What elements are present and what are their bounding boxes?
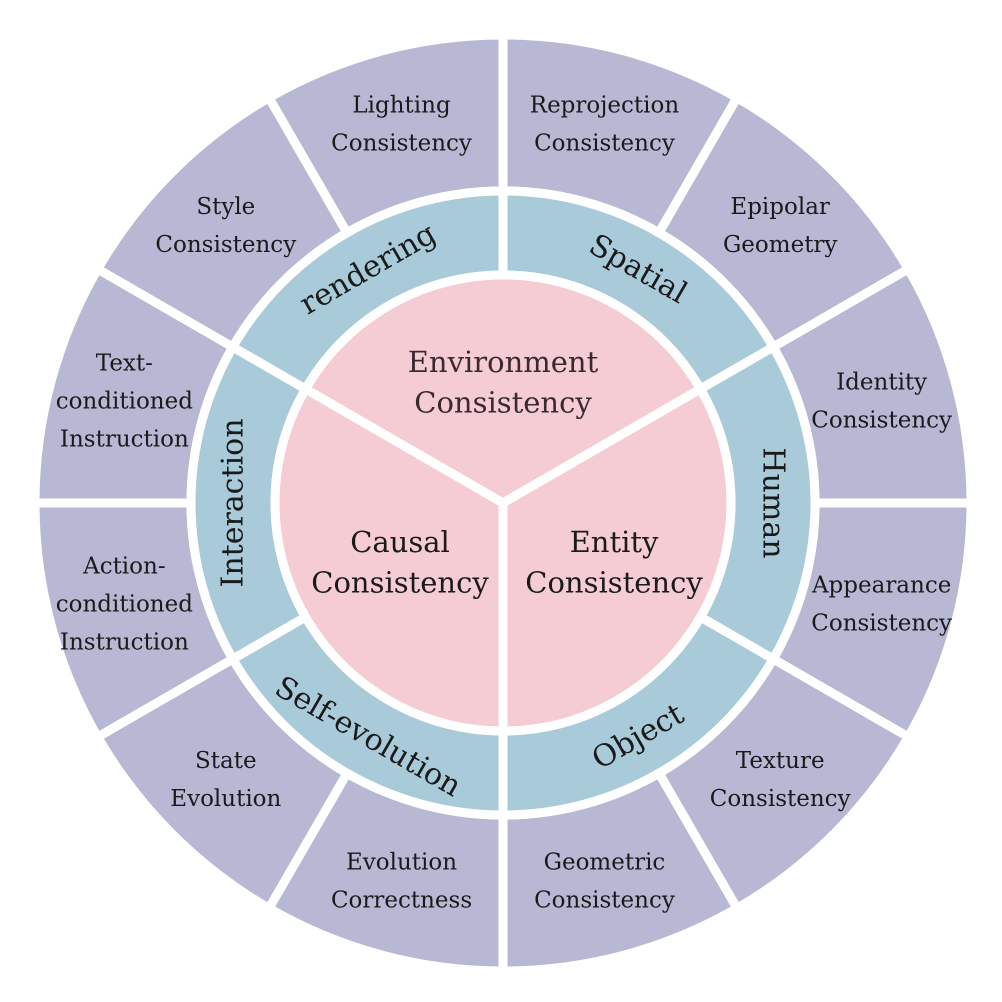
- leaf-label-line: Instruction: [60, 427, 189, 453]
- leaf-label-line: Consistency: [811, 610, 952, 636]
- leaf-label-line: State: [195, 748, 257, 774]
- core-label-line: Consistency: [414, 386, 592, 420]
- leaf-label-line: Consistency: [534, 888, 675, 914]
- core-segment-causal: [270, 382, 508, 736]
- leaf-label-line: conditioned: [56, 389, 193, 415]
- leaf-label-line: Consistency: [331, 130, 472, 156]
- core-label-line: Causal: [350, 525, 450, 559]
- leaf-label-line: Texture: [736, 748, 825, 774]
- core-label-line: Environment: [408, 345, 599, 379]
- outer-ring: [30, 30, 976, 976]
- core-label-line: Consistency: [525, 566, 703, 600]
- leaf-label-line: Identity: [836, 370, 927, 396]
- leaf-label-line: Geometry: [723, 232, 837, 258]
- leaf-label-line: Appearance: [811, 572, 951, 598]
- core-label-line: Entity: [570, 525, 659, 559]
- leaf-label-line: Epipolar: [730, 194, 830, 220]
- leaf-label-line: Consistency: [534, 130, 675, 156]
- leaf-label-line: Style: [196, 194, 255, 220]
- inner-circle: [270, 270, 736, 736]
- core-segment-entity: [498, 382, 736, 736]
- leaf-label-line: Action-: [82, 553, 166, 579]
- leaf-label-line: Lighting: [352, 92, 451, 118]
- leaf-label-line: Consistency: [710, 786, 851, 812]
- leaf-label-line: Text-: [96, 351, 153, 377]
- leaf-label-line: Evolution: [170, 786, 281, 812]
- core-label-line: Consistency: [311, 566, 489, 600]
- leaf-label-line: Instruction: [60, 629, 189, 655]
- leaf-label-line: conditioned: [56, 591, 193, 617]
- leaf-label-line: Consistency: [155, 232, 296, 258]
- leaf-label-line: Reprojection: [530, 92, 680, 118]
- leaf-label-line: Correctness: [331, 888, 472, 914]
- category-label-human: Human: [756, 447, 791, 558]
- leaf-label-line: Evolution: [346, 850, 457, 876]
- leaf-label-line: Consistency: [811, 408, 952, 434]
- category-label-interaction: Interaction: [216, 418, 251, 587]
- leaf-label-line: Geometric: [544, 850, 666, 876]
